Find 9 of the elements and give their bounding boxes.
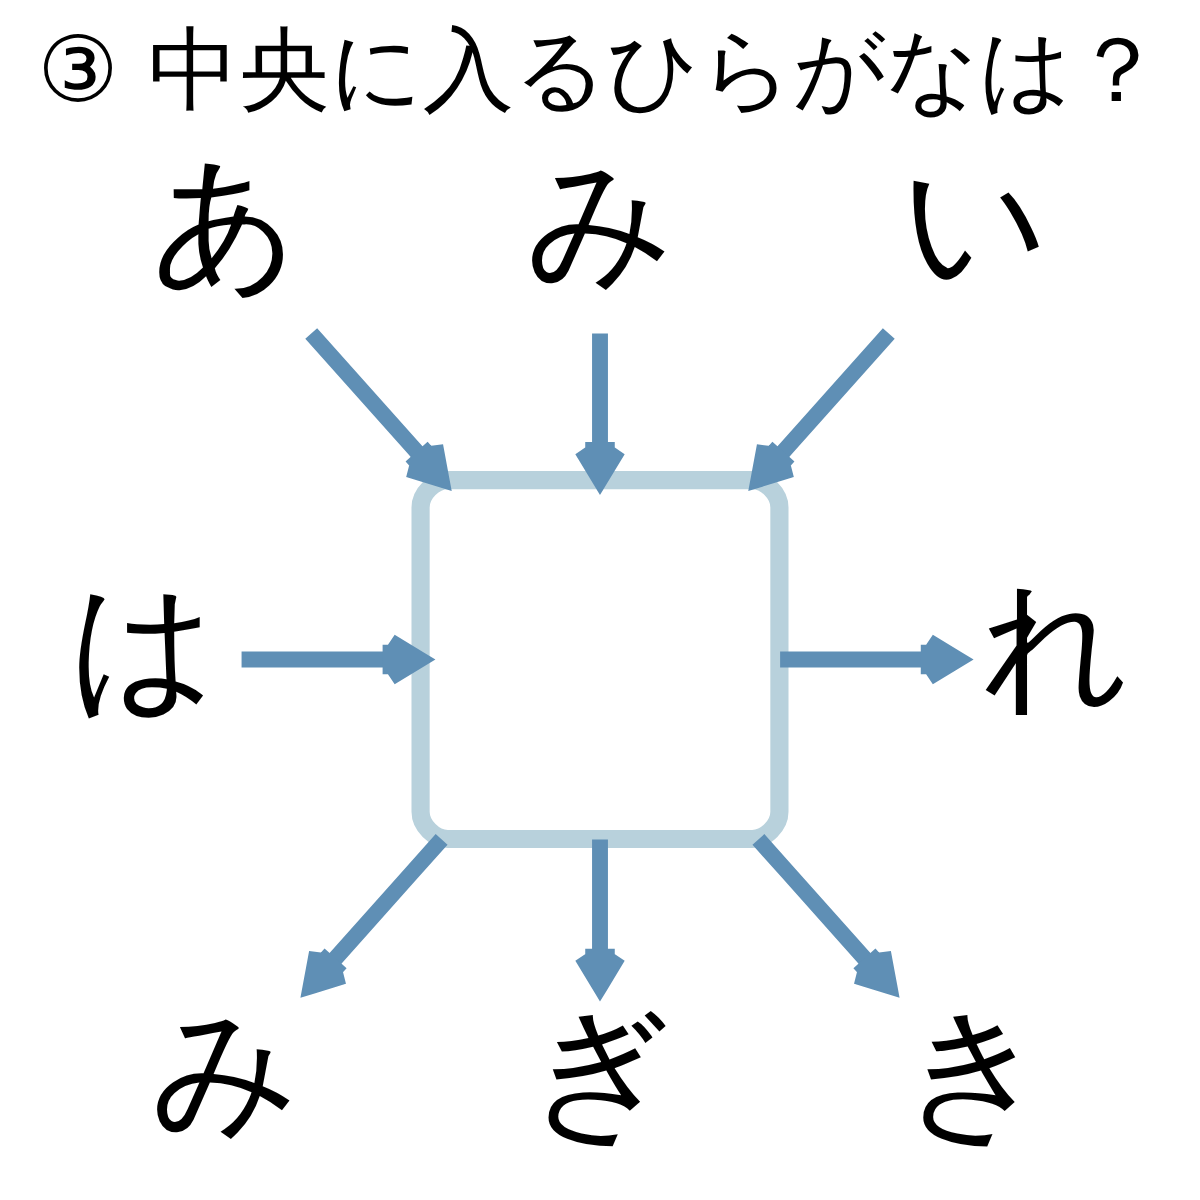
node-text: い [900,136,1049,306]
node-text: あ [151,136,300,306]
node-text: ぎ [526,985,674,1155]
node-text: は [69,560,218,730]
node-text: み [151,985,300,1155]
node-text: れ [982,560,1131,730]
diagram-title: ③ 中央に入るひらがなは？ [37,16,1163,122]
node-text: み [526,136,674,306]
node-text: き [900,985,1049,1155]
